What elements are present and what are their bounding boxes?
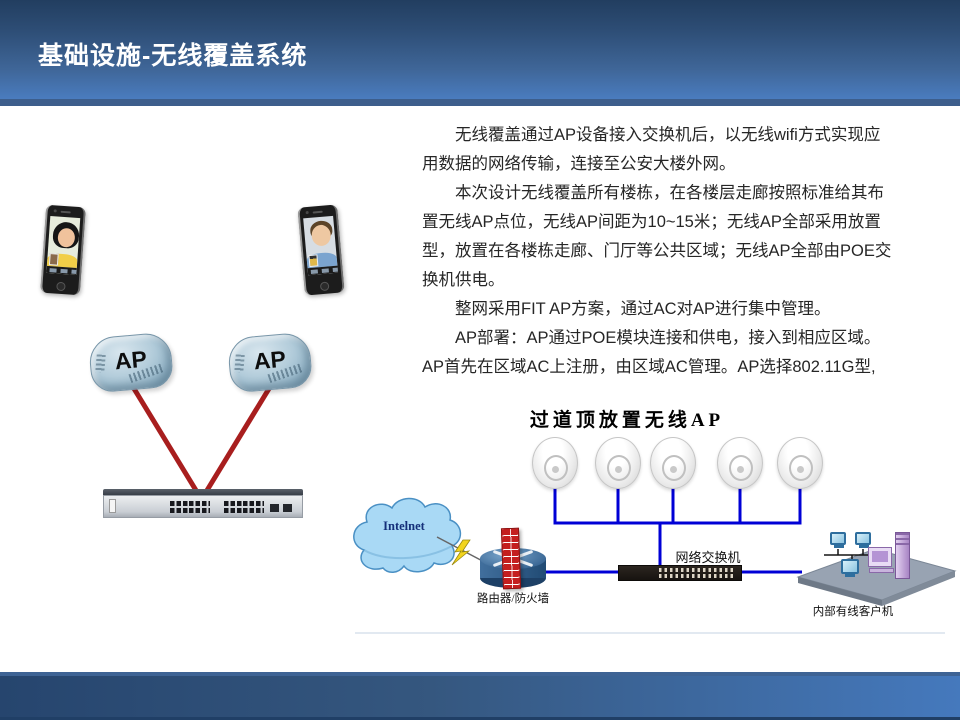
ceiling-ap-icon <box>777 437 823 489</box>
call-controls-bar <box>46 265 77 275</box>
wireless-ap-device-icon: AP <box>226 331 314 394</box>
phone-screen-man <box>303 215 339 276</box>
video-call-thumbnail <box>308 254 319 268</box>
body-text: 无线覆盖通过AP设备接入交换机后，以无线wifi方式实现应 用数据的网络传输，连… <box>422 121 944 382</box>
switch-sfp-ports <box>270 504 279 512</box>
body-text-line: 型，放置在各楼栋走廊、门厅等公共区域；无线AP全部由POE交 <box>422 242 892 260</box>
video-call-thumbnail <box>48 253 59 266</box>
switch-port-strip <box>659 568 733 579</box>
network-switch-icon <box>618 565 742 581</box>
client-pc-icon <box>855 532 873 548</box>
phone-earpiece-icon <box>60 210 71 214</box>
network-switch-label: 网络交换机 <box>675 550 741 565</box>
internet-cloud-icon <box>353 497 462 573</box>
client-pc-icon <box>830 532 848 548</box>
call-controls-bar <box>307 265 339 276</box>
ceiling-ap-icon <box>717 437 763 489</box>
slide-header: 基础设施-无线覆盖系统 <box>0 0 960 106</box>
body-text-line: 本次设计无线覆盖所有楼栋，在各楼层走廊按照标准给其布 <box>455 184 884 202</box>
phone-camera-icon <box>305 210 309 215</box>
slide-footer <box>0 672 960 720</box>
ceiling-ap-icon <box>532 437 578 489</box>
page-title: 基础设施-无线覆盖系统 <box>38 42 308 70</box>
switch-top-edge <box>103 489 303 495</box>
client-pc-icon <box>841 559 859 577</box>
ceiling-ap-icon <box>650 437 696 489</box>
ceiling-ap-icon <box>595 437 641 489</box>
phone-screen-woman <box>46 216 81 275</box>
body-text-line: 换机供电。 <box>422 271 505 289</box>
body-text-line: 无线覆盖通过AP设备接入交换机后，以无线wifi方式实现应 <box>455 126 881 144</box>
body-text-line: AP首先在区域AC上注册，由区域AC管理。AP选择802.11G型, <box>422 358 876 376</box>
body-text-line: 用数据的网络传输，连接至公安大楼外网。 <box>422 155 736 173</box>
wired-clients-label: 内部有线客户机 <box>812 606 894 618</box>
phone-home-button <box>319 281 330 292</box>
body-text-line: 置无线AP点位，无线AP间距为10~15米；无线AP全部采用放置 <box>422 213 881 231</box>
smartphone-facetime-right <box>297 204 345 296</box>
phone-home-button <box>56 281 66 292</box>
lightning-bolt-icon <box>451 539 471 566</box>
switch-port-group <box>170 499 210 515</box>
wireless-ap-device-icon: AP <box>87 331 175 394</box>
rack-switch-icon <box>103 489 303 520</box>
firewall-brick-icon <box>500 527 522 590</box>
switch-label-sticker <box>109 499 116 513</box>
router-firewall-label: 路由器/防火墙 <box>476 593 550 605</box>
phone-camera-icon <box>53 209 57 213</box>
body-text-line: AP部署：AP通过POE模块连接和供电，接入到相应区域。 <box>455 329 881 347</box>
section-divider-line <box>355 632 945 634</box>
phone-earpiece-icon <box>312 210 323 214</box>
diagram-title: 过道顶放置无线AP <box>529 410 725 431</box>
internet-cloud-label: Intelnet <box>383 519 425 533</box>
smartphone-facetime-left <box>39 204 87 296</box>
workstation-tower-icon <box>868 532 912 584</box>
switch-port-group <box>224 499 264 515</box>
body-text-line: 整网采用FIT AP方案，通过AC对AP进行集中管理。 <box>455 300 831 318</box>
switch-body <box>103 495 303 518</box>
red-uplink-lines <box>130 385 273 494</box>
